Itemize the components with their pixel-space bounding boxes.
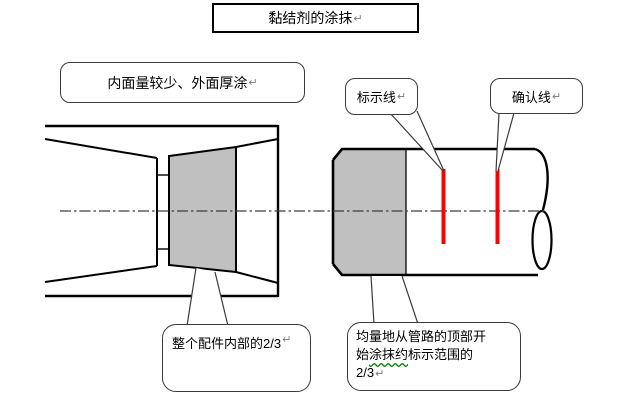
return-mark-icon: ↵ — [396, 91, 407, 103]
pipe-note-line2-before: 始 — [356, 347, 370, 362]
marking-line-label: 标示线 — [356, 90, 396, 105]
pipe-note-text: 均量地从管路的顶部开 始涂抹约标示范围的 2/3↵ — [356, 328, 486, 383]
pipe-adhesive-area — [333, 149, 406, 275]
pipe-note-line2-after: 标示范围的 — [408, 347, 474, 362]
fitting-adhesive-area — [168, 145, 237, 274]
callout-marking-line: 标示线↵ — [345, 78, 418, 115]
callout-tails — [186, 110, 515, 327]
title-label: 黏结剂的涂抹 — [268, 10, 353, 26]
fitting-note-label: 整个配件内部的2/3 — [172, 336, 282, 351]
callout-confirm-line: 确认线↵ — [490, 78, 583, 114]
callout-fitting-note: 整个配件内部的2/3↵ — [162, 324, 311, 392]
marking-line-tail — [390, 111, 444, 171]
inner-outer-note-box: 内面量较少、外面厚涂↵ — [60, 62, 305, 103]
pipe-callout-tail — [371, 276, 418, 324]
pipe-end-ellipse — [531, 209, 553, 271]
pipe-note-line1: 均量地从管路的顶部开 — [356, 329, 487, 344]
return-mark-icon: ↵ — [375, 368, 385, 380]
note-label: 内面量较少、外面厚涂 — [107, 74, 248, 91]
fitting-callout-tail — [187, 268, 228, 326]
pipe-note-spellcheck-word: 涂抹约 — [369, 347, 409, 362]
return-mark-icon: ↵ — [282, 334, 292, 346]
confirm-line-label: 确认线 — [511, 89, 551, 105]
red-lines — [441, 169, 500, 244]
return-mark-icon: ↵ — [353, 12, 363, 25]
title-box: 黏结剂的涂抹↵ — [212, 3, 419, 33]
return-mark-icon: ↵ — [248, 77, 258, 89]
return-mark-icon: ↵ — [551, 90, 562, 103]
pipe-note-line3: 2/3 — [356, 365, 375, 380]
callout-pipe-note: 均量地从管路的顶部开 始涂抹约标示范围的 2/3↵ — [347, 322, 521, 391]
